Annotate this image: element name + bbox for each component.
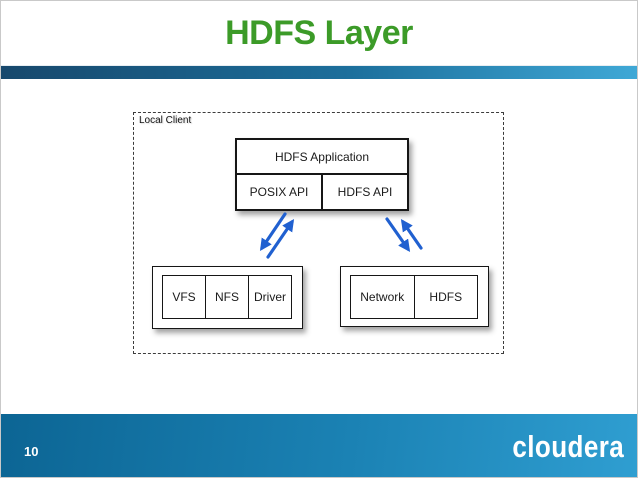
local-client-label: Local Client [139,115,192,126]
hdfs-cell: HDFS [413,276,478,318]
network-hdfs-box: Network HDFS [340,266,489,327]
network-cell: Network [360,290,405,304]
page-number: 10 [24,444,39,459]
posix-api-cell: POSIX API [237,175,323,209]
title-divider-bar [1,65,637,79]
hdfs-application-title: HDFS Application [237,140,407,175]
network-hdfs-inner-box: Network HDFS [350,275,478,319]
hdfs-api-cell: HDFS API [337,185,393,199]
vfs-cell: VFS [172,290,196,304]
local-client-container: Local Client HDFS Application POSIX API … [133,112,504,354]
footer-band: 10 cloudera [1,414,637,477]
vfs-nfs-driver-box: VFS NFS Driver [152,266,303,329]
driver-cell: Driver [248,276,291,318]
cloudera-logo: cloudera [512,429,624,464]
hdfs-application-box: HDFS Application POSIX API HDFS API [235,138,409,211]
page-title: HDFS Layer [225,14,413,52]
api-cells-row: POSIX API HDFS API [237,175,407,209]
vfs-nfs-driver-inner-box: VFS NFS Driver [162,275,292,319]
nfs-cell: NFS [205,276,248,318]
